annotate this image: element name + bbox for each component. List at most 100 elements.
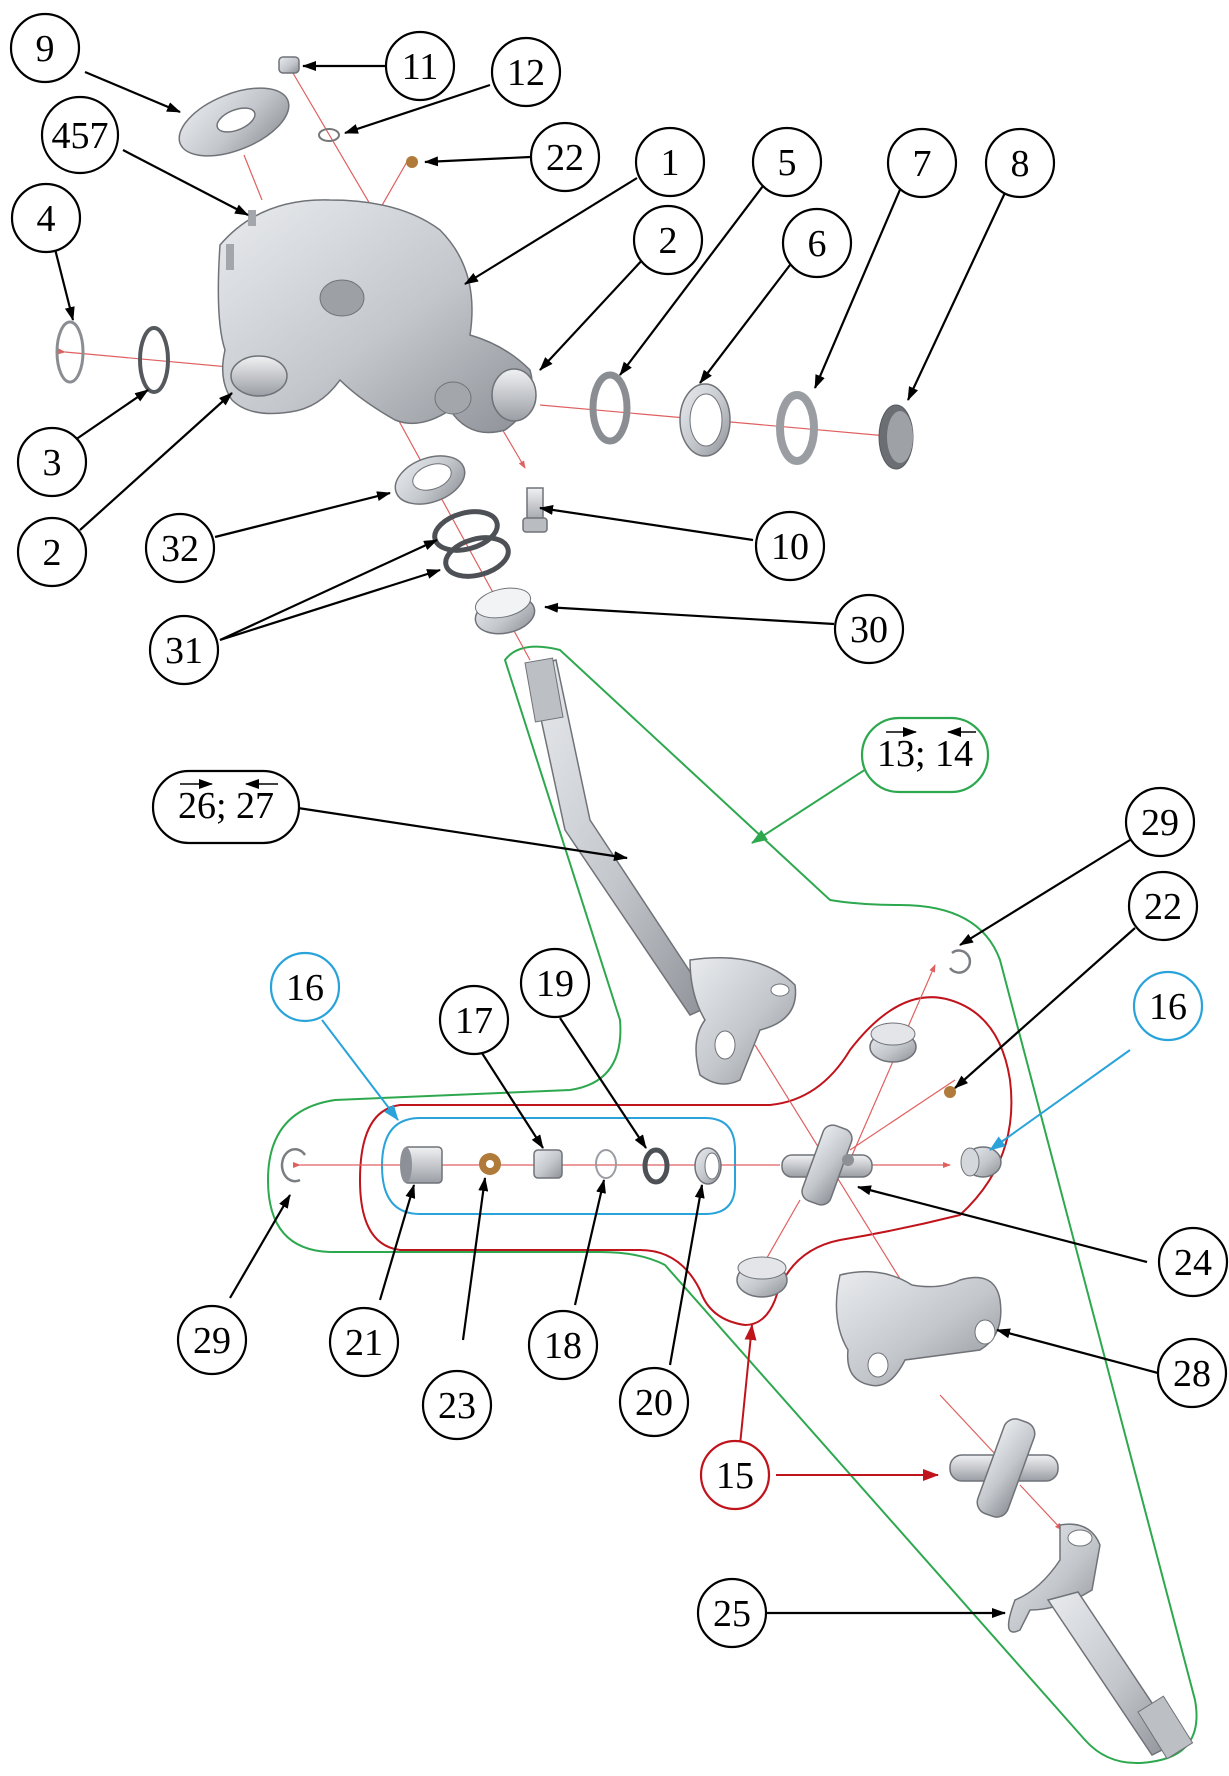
part-31-seal-a — [432, 509, 500, 553]
callout-15: 15 — [699, 1439, 771, 1511]
part-8-cap — [878, 404, 914, 470]
svg-text:5: 5 — [778, 142, 797, 184]
part-11-nut — [278, 56, 300, 74]
part-6-bearing — [679, 383, 731, 457]
callout-20: 20 — [618, 1366, 690, 1438]
callout-457: 457 — [40, 95, 120, 175]
svg-text:457: 457 — [52, 115, 109, 157]
svg-text:22: 22 — [1144, 886, 1182, 928]
callout-5: 5 — [751, 126, 823, 198]
svg-text:26; 27: 26; 27 — [178, 785, 274, 827]
part-25-stub-shaft — [1007, 1523, 1194, 1760]
svg-text:3: 3 — [43, 442, 62, 484]
svg-text:29: 29 — [193, 1320, 231, 1362]
svg-text:10: 10 — [771, 526, 809, 568]
part-5-ring — [589, 371, 631, 445]
svg-text:13; 14: 13; 14 — [877, 733, 973, 775]
group-outline-green — [266, 645, 1198, 1764]
svg-text:19: 19 — [536, 963, 574, 1005]
svg-text:2: 2 — [43, 532, 62, 574]
svg-text:1: 1 — [661, 142, 680, 184]
svg-text:17: 17 — [455, 1000, 493, 1042]
part-26-27-shaft — [524, 657, 797, 1085]
svg-text:8: 8 — [1011, 143, 1030, 185]
callout-32: 32 — [144, 512, 216, 584]
callout-29-top: 29 — [1124, 786, 1196, 858]
callout-17: 17 — [438, 984, 510, 1056]
svg-text:25: 25 — [713, 1593, 751, 1635]
svg-text:21: 21 — [345, 1322, 383, 1364]
parts — [55, 56, 1194, 1760]
group-outline-blue — [380, 1117, 736, 1215]
group-outline-red — [358, 996, 1013, 1327]
svg-text:15: 15 — [716, 1455, 754, 1497]
svg-text:12: 12 — [507, 52, 545, 94]
part-22-nipple — [406, 156, 418, 168]
callout-8: 8 — [984, 127, 1056, 199]
part-cap-bottom — [736, 1256, 788, 1298]
callout-4: 4 — [10, 182, 82, 254]
svg-text:11: 11 — [402, 46, 439, 88]
svg-text:20: 20 — [635, 1382, 673, 1424]
svg-text:24: 24 — [1174, 1242, 1212, 1284]
svg-text:22: 22 — [546, 137, 584, 179]
callout-19: 19 — [519, 947, 591, 1019]
part-29-snapring-left — [280, 1148, 307, 1183]
callout-12: 12 — [490, 36, 562, 108]
svg-text:9: 9 — [36, 28, 55, 70]
part-22-nipple-b — [944, 1086, 956, 1098]
svg-text:32: 32 — [161, 528, 199, 570]
svg-text:30: 30 — [850, 609, 888, 651]
part-18-ring — [595, 1149, 617, 1179]
part-4-ring — [55, 320, 85, 384]
part-29-snapring-top — [948, 949, 972, 974]
callout-13-14: 13; 14 — [860, 716, 990, 794]
svg-text:2: 2 — [659, 220, 678, 262]
callout-18: 18 — [527, 1309, 599, 1381]
part-cap-top — [869, 1022, 917, 1063]
callout-7: 7 — [886, 127, 958, 199]
callouts: 9 11 12 457 22 1 5 7 8 4 2 6 3 2 32 10 3… — [9, 12, 1229, 1649]
callout-29-bottom: 29 — [176, 1304, 248, 1376]
part-28-yoke — [835, 1270, 1002, 1387]
part-15-cross — [949, 1418, 1059, 1518]
svg-text:18: 18 — [544, 1325, 582, 1367]
callout-11: 11 — [384, 30, 456, 102]
svg-text:31: 31 — [165, 630, 203, 672]
callout-30: 30 — [833, 593, 905, 665]
callout-31: 31 — [148, 614, 220, 686]
svg-text:28: 28 — [1173, 1353, 1211, 1395]
callout-22-top: 22 — [529, 121, 601, 193]
part-30-sleeve — [474, 587, 536, 635]
part-23-washer — [479, 1153, 501, 1175]
svg-text:29: 29 — [1141, 802, 1179, 844]
part-32-bearing — [394, 455, 466, 505]
callout-28: 28 — [1156, 1337, 1228, 1409]
part-21-cup — [400, 1146, 443, 1184]
part-16-cap-right — [960, 1146, 1002, 1178]
part-17-needle — [533, 1149, 563, 1179]
part-19-seal — [642, 1147, 670, 1185]
callout-25: 25 — [696, 1577, 768, 1649]
svg-text:16: 16 — [286, 967, 324, 1009]
part-12-washer — [318, 128, 340, 142]
leader-lines — [53, 61, 1159, 1618]
part-9-washer — [178, 87, 290, 157]
callout-2-right: 2 — [632, 204, 704, 276]
callout-9: 9 — [9, 12, 81, 84]
callout-22-bottom: 22 — [1127, 870, 1199, 942]
part-31-seal-b — [443, 535, 511, 579]
callout-24: 24 — [1157, 1226, 1229, 1298]
callout-16-left: 16 — [269, 951, 341, 1023]
callout-23: 23 — [421, 1369, 493, 1441]
part-20-race — [694, 1147, 722, 1185]
svg-text:4: 4 — [37, 198, 56, 240]
part-1-housing — [217, 199, 537, 434]
part-3-ring — [138, 326, 170, 394]
callout-6: 6 — [781, 207, 853, 279]
part-10-bolt — [522, 487, 548, 533]
svg-text:7: 7 — [913, 143, 932, 185]
svg-text:16: 16 — [1149, 986, 1187, 1028]
callout-10: 10 — [754, 510, 826, 582]
